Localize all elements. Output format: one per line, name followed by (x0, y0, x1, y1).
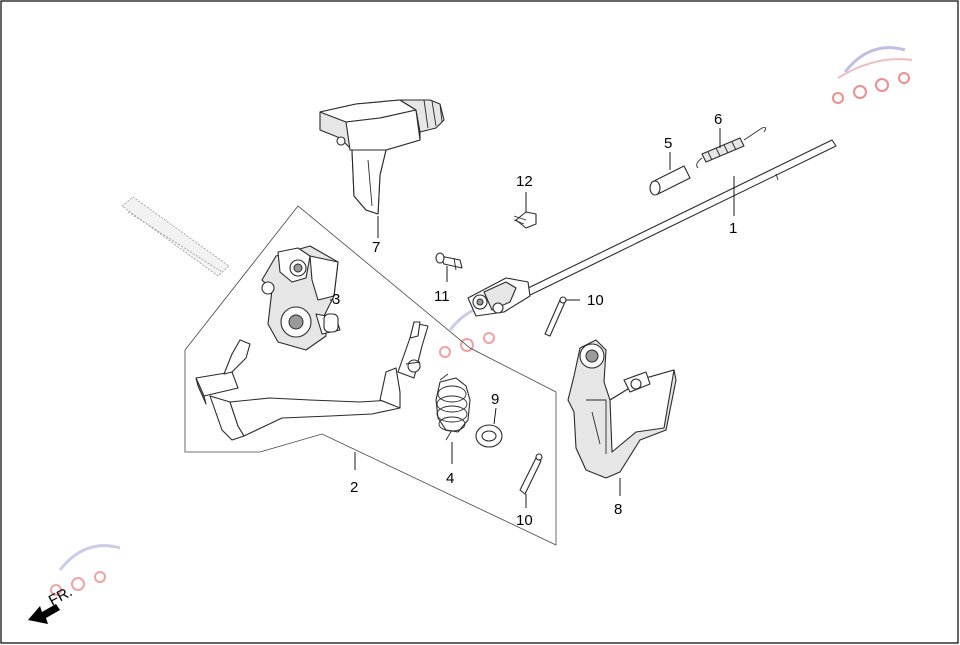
callout-11: 11 (434, 288, 450, 305)
callout-1: 1 (729, 220, 737, 237)
part-3-bracket (261, 245, 341, 351)
part-8-arm-bracket (567, 339, 677, 479)
callout-10-lower: 10 (516, 512, 533, 529)
callout-10-upper: 10 (587, 292, 604, 309)
leader-9 (493, 407, 497, 425)
part-4-spring (435, 373, 471, 441)
leader-lines (330, 128, 735, 508)
callout-3: 3 (332, 291, 340, 308)
callout-7: 7 (372, 239, 380, 256)
part-10-cotter-pin-upper (544, 296, 567, 337)
assembly-group-outline (184, 205, 557, 546)
ghost-rod (121, 196, 230, 277)
callout-8: 8 (614, 501, 622, 518)
part-12-bolt (513, 211, 537, 229)
watermark-logo-top-right (832, 46, 913, 104)
callout-9: 9 (491, 391, 499, 408)
part-11-clevis-pin (435, 252, 463, 271)
callout-12: 12 (516, 173, 533, 190)
part-2-pedal-lever (195, 321, 429, 441)
part-9-washer (475, 424, 503, 448)
callout-2: 2 (350, 479, 358, 496)
part-1-brake-rod (467, 139, 837, 317)
callout-4: 4 (446, 470, 454, 487)
callout-5: 5 (664, 135, 672, 152)
front-arrow-icon (28, 604, 60, 624)
part-5-sleeve (649, 165, 691, 196)
part-6-return-spring (696, 127, 767, 169)
part-10-cotter-pin-lower (519, 453, 543, 495)
callout-6: 6 (714, 111, 722, 128)
watermark-logo-bottom-left (50, 544, 121, 596)
part-7-pedal-rubber (319, 99, 445, 215)
front-label: FR. (46, 583, 75, 609)
